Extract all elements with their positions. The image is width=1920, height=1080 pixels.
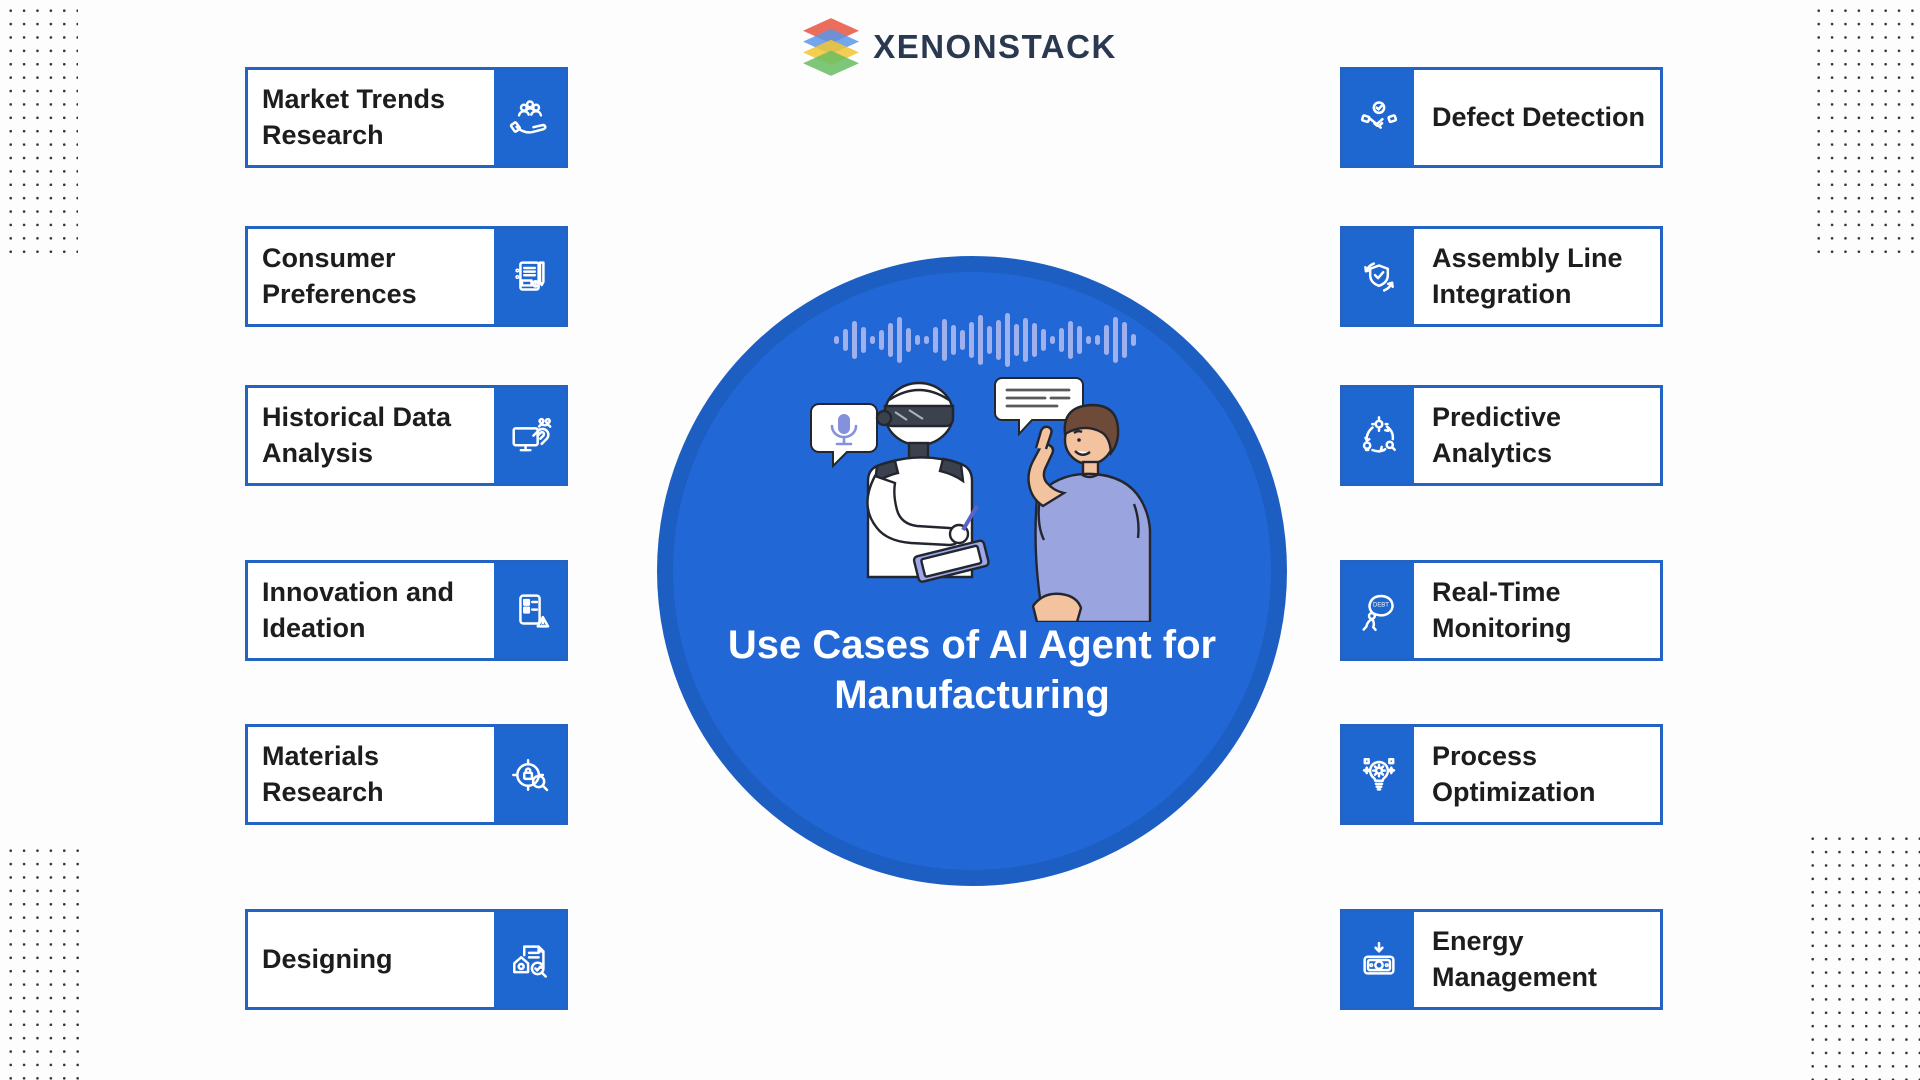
voice-waveform [834, 308, 1136, 372]
waveform-bar [969, 322, 974, 358]
waveform-bar [861, 327, 866, 353]
waveform-bar [1113, 317, 1118, 363]
robot [866, 381, 990, 583]
waveform-bar [834, 336, 839, 344]
waveform-bar [1005, 313, 1010, 367]
center-title: Use Cases of AI Agent for Manufacturing [673, 620, 1271, 721]
monitor-magnet-icon [511, 417, 551, 451]
waveform-bar [924, 336, 929, 344]
usecase-label: Energy Management [1432, 926, 1598, 992]
usecase-box-consumer-preferences: Consumer Preferences [245, 226, 568, 327]
waveform-bar [996, 320, 1001, 360]
usecase-box-energy-management: Energy Management [1340, 909, 1663, 1010]
layers-stack-icon [803, 18, 860, 76]
usecase-box-materials-research: Materials Research [245, 724, 568, 825]
text-speech-bubble [994, 377, 1084, 437]
waveform-bar [906, 328, 911, 352]
usecase-label: Defect Detection [1432, 101, 1646, 132]
logo-wordmark: XENONSTACK [873, 28, 1117, 65]
usecase-label: Materials Research [262, 741, 384, 807]
shield-sync-icon [1363, 261, 1394, 292]
usecase-label: Assembly Line Integration [1432, 243, 1623, 309]
waveform-bar [1068, 321, 1073, 359]
mic-speech-bubble [810, 403, 878, 469]
usecase-box-process-optimization: Process Optimization [1340, 724, 1663, 825]
usecase-label: Process Optimization [1432, 741, 1596, 807]
analytics-cycle-icon [1362, 415, 1396, 453]
corner-dots-top-right [1808, 0, 1920, 262]
waveform-bar [915, 335, 920, 345]
waveform-bar [1131, 334, 1136, 346]
usecase-label: Historical Data Analysis [262, 402, 452, 468]
usecase-box-designing: Designing [245, 909, 568, 1010]
usecase-box-historical-data-analysis: Historical Data Analysis [245, 385, 568, 486]
waveform-bar [951, 325, 956, 355]
survey-document-pen-icon [514, 260, 545, 291]
usecase-box-assembly-line-integration: Assembly Line Integration [1340, 226, 1663, 327]
waveform-bar [843, 329, 848, 351]
xenonstack-logo: XENONSTACK [0, 18, 1920, 76]
target-lock-magnifier-icon [511, 758, 548, 791]
waveform-bar [1059, 328, 1064, 352]
usecase-box-defect-detection: Defect Detection [1340, 67, 1663, 168]
usecase-label: Real-Time Monitoring [1432, 577, 1572, 643]
usecase-label: Predictive Analytics [1432, 402, 1562, 468]
bulb-gear-icon [1362, 757, 1395, 791]
waveform-bar [870, 336, 875, 344]
waveform-bar [1122, 322, 1127, 358]
corner-dots-bottom-left [0, 840, 88, 1080]
waveform-bar [888, 323, 893, 357]
usecase-box-predictive-analytics: Predictive Analytics [1340, 385, 1663, 486]
handshake-check-icon [1360, 100, 1397, 129]
document-house-magnifier-icon [512, 944, 547, 978]
human [1027, 403, 1152, 622]
center-title-line1: Use Cases of AI Agent for [727, 623, 1217, 667]
waveform-bar [987, 326, 992, 354]
center-circle: Use Cases of AI Agent for Manufacturing [657, 256, 1287, 886]
waveform-bar [960, 330, 965, 350]
waveform-bar [879, 330, 884, 350]
usecase-label: Innovation and Ideation [262, 577, 454, 643]
usecase-label: Consumer Preferences [262, 243, 417, 309]
svg-text:DEBT: DEBT [1373, 602, 1389, 608]
waveform-bar [1032, 323, 1037, 357]
waveform-bar [1077, 326, 1082, 354]
checklist-warning-icon [518, 593, 549, 628]
waveform-bar [1104, 325, 1109, 355]
corner-dots-top-left [0, 0, 78, 258]
waveform-bar [1050, 336, 1055, 344]
waveform-bar [942, 319, 947, 361]
waveform-bar [978, 315, 983, 365]
usecase-box-real-time-monitoring2: DEBT Real-Time Monitoring [1340, 560, 1663, 661]
usecase-box-market-trends-research: Market Trends Research [245, 67, 568, 168]
cash-insert-arrow-icon [1362, 941, 1395, 975]
waveform-bar [1086, 336, 1091, 344]
robot-human-illustration [810, 377, 1152, 622]
waveform-bar [897, 317, 902, 363]
waveform-bar [1041, 329, 1046, 351]
usecase-box-innovation-and-ideation: Innovation and Ideation [245, 560, 568, 661]
center-title-line2: Manufacturing [834, 673, 1110, 718]
corner-dots-bottom-right [1802, 828, 1920, 1080]
people-hand-icon [509, 99, 547, 134]
waveform-bar [1023, 318, 1028, 362]
waveform-bar [852, 321, 857, 359]
waveform-bar [933, 327, 938, 353]
usecase-label: Designing [262, 943, 393, 974]
debt-bag-carrier-icon: DEBT [1361, 594, 1394, 631]
waveform-bar [1014, 324, 1019, 356]
waveform-bar [1095, 335, 1100, 345]
usecase-label: Market Trends Research [262, 84, 446, 150]
